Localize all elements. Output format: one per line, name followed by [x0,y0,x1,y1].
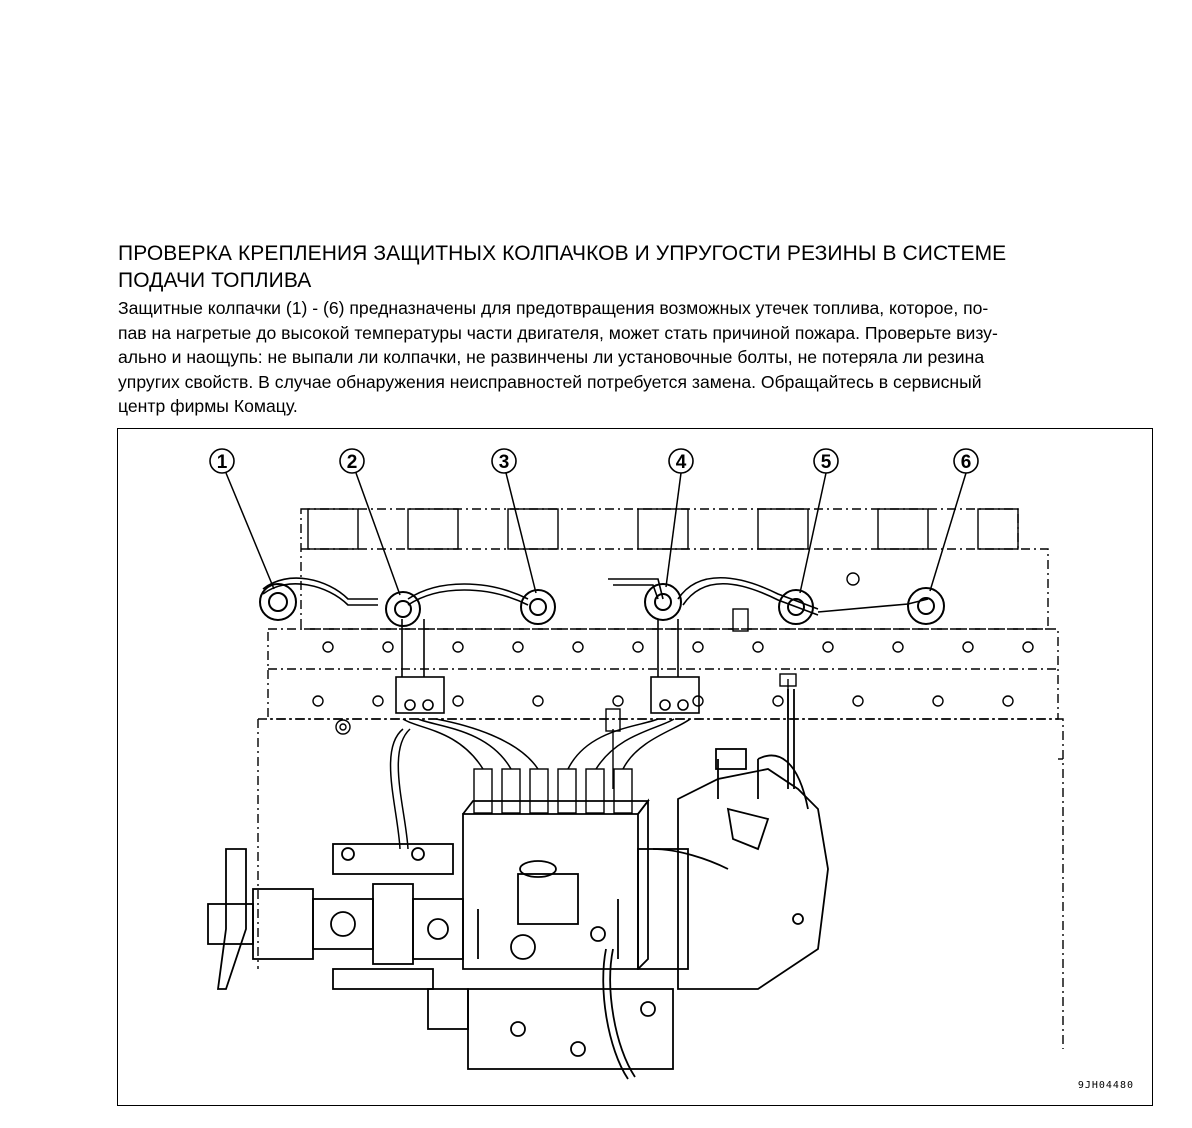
head-bolts [312,641,1034,707]
callout-3-circle [491,448,517,474]
callout-markers [209,448,979,474]
cap-5 [778,589,814,625]
cap-3 [520,589,556,625]
paragraph-line: центр фирмы Комацу. [118,396,298,417]
cap-6 [907,587,945,625]
callout-2-label: 2 [347,452,358,473]
engine-fuel-system-diagram: 1 2 3 4 5 6 [117,428,1153,1106]
paragraph-line: упругих свойств. В случае обнаружения не… [118,371,982,392]
protective-caps [259,583,945,627]
paragraph-line: Защитные колпачки (1) - (6) предназначен… [118,298,989,318]
injector-clamps [395,619,700,714]
drive-coupling [207,843,469,1030]
callout-6-label: 6 [961,452,972,473]
callout-4-label: 4 [676,452,687,473]
callout-4-circle [668,448,694,474]
title-line-1: ПРОВЕРКА КРЕПЛЕНИЯ ЗАЩИТНЫХ КОЛПАЧКОВ И … [118,242,1007,265]
callout-leaders [225,472,967,596]
callout-1-circle [209,448,235,474]
pump-delivery-valves [473,768,633,814]
cap-4 [644,583,682,621]
paragraph-line: пав на нагретые до высокой температуры ч… [118,322,998,343]
paragraph-line: ально и наощупь: не выпали ли колпачки, … [118,347,985,368]
high-pressure-lines [389,718,691,850]
fuel-return-lines [262,576,929,616]
cap-2 [385,591,421,627]
callout-5-circle [813,448,839,474]
fuel-injection-pump [462,798,674,1080]
callout-5-label: 5 [821,452,832,473]
title-line-2: ПОДАЧИ ТОПЛИВА [118,269,312,292]
callout-6-circle [953,448,979,474]
valve-cover-bosses [307,508,1019,550]
page-title: ПРОВЕРКА КРЕПЛЕНИЯ ЗАЩИТНЫХ КОЛПАЧКОВ И … [118,240,1158,294]
callout-1-label: 1 [217,452,228,473]
instruction-paragraph: Защитные колпачки (1) - (6) предназначен… [118,296,1152,419]
callout-2-circle [339,448,365,474]
engine-drawing: 1 2 3 4 5 6 [207,448,1064,1080]
fittings [335,572,860,789]
callout-3-label: 3 [499,452,510,473]
governor-housing [637,689,829,990]
cap-1 [259,583,297,621]
figure-code: 9JH04480 [1077,1080,1134,1091]
